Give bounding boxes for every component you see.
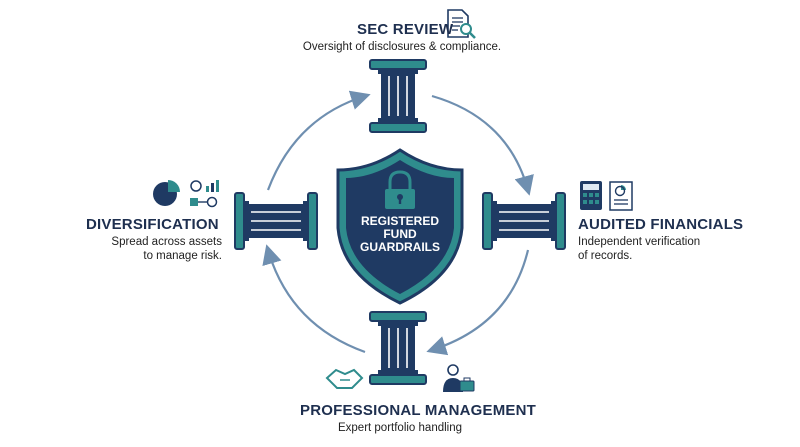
sec-review-desc: Oversight of disclosures & compliance. [302, 41, 502, 53]
arrow-right-to-bottom [426, 249, 530, 356]
diversification-title: DIVERSIFICATION [86, 216, 219, 233]
padlock-icon [385, 170, 415, 209]
pillar-bottom [369, 311, 427, 385]
sec-review-title: SEC REVIEW [357, 21, 454, 38]
shield-line-2: FUND [383, 227, 417, 241]
diversification-desc-line-1: Spread across assets [111, 236, 222, 248]
arrow-top-to-right [431, 94, 534, 196]
center-shield: REGISTERED FUND GUARDRAILS [336, 148, 464, 305]
cycle-arrows [262, 90, 534, 356]
calculator-report-icon [580, 181, 633, 211]
pillar-top [369, 59, 427, 133]
professional-management-desc: Expert portfolio handling [337, 422, 463, 434]
shield-line-1: REGISTERED [361, 214, 439, 228]
pillar-left [234, 192, 318, 250]
audited-financials-desc-line-1: Independent verification [578, 236, 701, 248]
diversification-desc: Spread across assets to manage risk. [92, 235, 222, 263]
handshake-manager-icon [325, 364, 475, 392]
arrow-left-to-top [266, 90, 371, 191]
pie-chart-assets-icon [153, 180, 219, 208]
arrow-bottom-to-left [262, 244, 366, 354]
shield-line-3: GUARDRAILS [360, 240, 440, 254]
diversification-desc-line-2: to manage risk. [143, 250, 222, 262]
audited-financials-desc: Independent verification of records. [578, 235, 700, 263]
audited-financials-title: AUDITED FINANCIALS [578, 216, 744, 233]
pillar-right [482, 192, 566, 250]
professional-management-title: PROFESSIONAL MANAGEMENT [300, 402, 537, 419]
document-search-icon [447, 9, 476, 39]
audited-financials-desc-line-2: of records. [578, 250, 633, 262]
